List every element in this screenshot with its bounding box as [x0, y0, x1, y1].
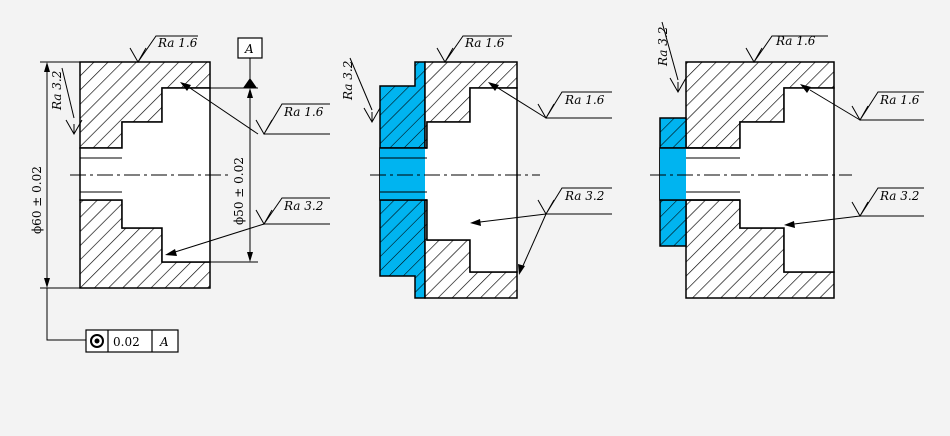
svg-text:Ra 3.2: Ra 3.2 — [283, 199, 323, 213]
roughness-symbol: Ra 3.2 — [784, 187, 924, 228]
svg-text:Ra 1.6: Ra 1.6 — [775, 34, 816, 48]
roughness-symbol: Ra 3.2 — [656, 21, 687, 94]
tolerance-value: 0.02 — [113, 335, 140, 349]
roughness-symbol: Ra 1.6 — [488, 82, 612, 120]
svg-text:Ra 3.2: Ra 3.2 — [879, 189, 919, 203]
roughness-symbol: Ra 3.2 — [470, 187, 612, 275]
concentricity-icon — [90, 334, 104, 348]
roughness-symbol: Ra 1.6 — [129, 35, 198, 64]
svg-text:Ra 1.6: Ra 1.6 — [283, 105, 324, 119]
roughness-symbol: Ra 1.6 — [800, 84, 924, 122]
svg-text:Ra 1.6: Ra 1.6 — [157, 36, 198, 50]
svg-text:Ra 1.6: Ra 1.6 — [464, 36, 505, 50]
dimension-phi60: ϕ60 ± 0.02 — [30, 166, 44, 234]
svg-text:Ra 1.6: Ra 1.6 — [564, 93, 605, 107]
svg-text:A: A — [244, 42, 254, 56]
svg-text:Ra 3.2: Ra 3.2 — [50, 71, 64, 111]
roughness-symbol: Ra 3.2 — [165, 197, 330, 256]
tolerance-datum: A — [159, 335, 169, 349]
figure-variant-1: Ra 3.2 Ra 1.6 Ra 1.6 Ra 3.2 — [341, 35, 612, 299]
figure-variant-2: Ra 3.2 Ra 1.6 Ra 1.6 Ra 3.2 — [650, 21, 924, 299]
svg-text:Ra 1.6: Ra 1.6 — [879, 93, 920, 107]
tolerance-frame: 0.02 A — [85, 329, 179, 353]
figure-original: ϕ60 ± 0.02 0.02 A ϕ50 ± 0.02 A — [30, 35, 330, 353]
roughness-symbol: Ra 1.6 — [180, 82, 330, 136]
dimension-phi50: ϕ50 ± 0.02 — [232, 157, 246, 225]
roughness-symbol: Ra 1.6 — [436, 35, 512, 64]
roughness-symbol: Ra 3.2 — [50, 67, 83, 136]
roughness-symbol: Ra 1.6 — [745, 34, 828, 64]
roughness-symbol: Ra 3.2 — [341, 57, 381, 124]
svg-text:Ra 3.2: Ra 3.2 — [341, 61, 355, 101]
datum-a-marker: A — [237, 37, 263, 88]
svg-text:Ra 3.2: Ra 3.2 — [656, 27, 670, 67]
svg-text:Ra 3.2: Ra 3.2 — [564, 189, 604, 203]
